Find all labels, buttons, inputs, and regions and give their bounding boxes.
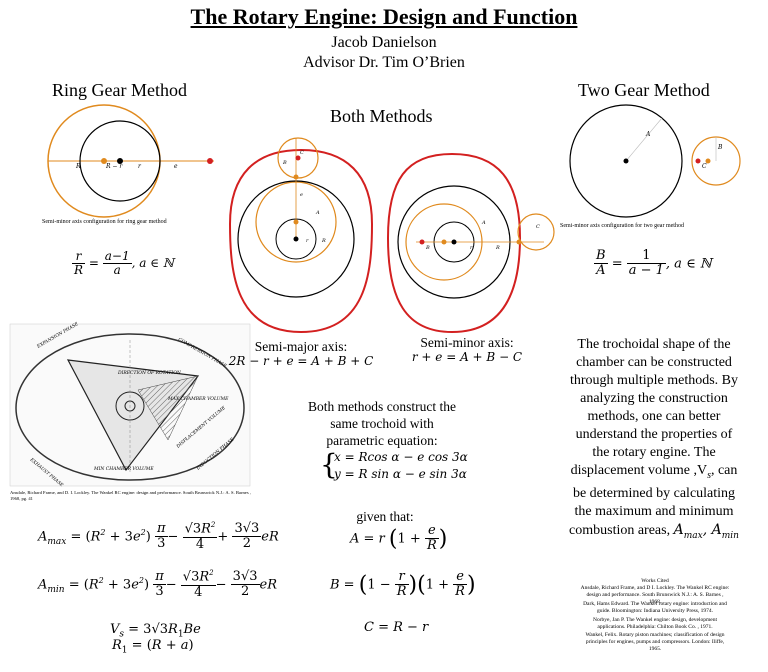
two-gear-description: The trochoidal shape of the chamber can … [569,337,739,541]
major-label-B: B [282,160,287,166]
rotor-phase-figure: EXPANSION PHASE COMPRESSION PHASE EXHAUS… [9,321,251,489]
minor-label-A: A [481,220,486,226]
semi-major-eq: 2R − r + e = A + B + C [228,354,374,368]
semi-minor-label: Semi-minor axis: [420,335,514,350]
construct-text: Both methods construct the same trochoid… [307,399,457,448]
given-that: given that: [356,509,414,524]
both-methods-heading: Both Methods [330,106,433,126]
ring-label-Rr: R − r [105,163,123,170]
two-gear-diagram: A B C [569,104,741,218]
two-label-A: A [645,131,651,138]
major-label-r: r [306,238,309,244]
minor-label-r: r [470,245,473,251]
fig-label-direction: DIRECTION OF ROTATION [117,370,182,376]
eq-C: C = R − r [364,620,429,635]
r1-formula: R1 = (R + a) [112,638,194,656]
reference-3: Norbye, Jan P. The Wankel engine: design… [593,617,717,630]
major-label-R: R [321,238,326,244]
fig-label-min-chamber: MIN CHAMBER VOLUME [93,466,154,472]
ring-label-e: e [174,163,178,170]
works-cited-title: Works Cited [641,578,669,584]
two-gear-heading: Two Gear Method [578,80,710,100]
ring-gear-diagram: R R − r r e [47,104,214,218]
advisor-name: Advisor Dr. Tim O’Brien [303,54,465,71]
figure-caption: Ansdale, Richard Frame, and D. I. Lockle… [10,490,251,501]
ring-gear-caption: Semi-minor axis configuration for ring g… [42,219,167,225]
ring-label-r: r [138,163,142,170]
reference-1: Ansdale, Richard Frame, and D I. Lockley… [580,585,730,605]
param-x-eq: x = Rcos α − e cos 3α [334,450,468,464]
semi-major-diagram: B C A e R r [228,137,374,334]
semi-minor-diagram: B A C r R [386,152,555,334]
param-brace: { [320,448,338,481]
two-label-B: B [717,144,723,151]
minor-label-C: C [536,224,540,230]
reference-2: Dark, Hams Edward. The Wankel rotary eng… [583,601,727,614]
semi-minor-eq: r + e = A + B − C [411,350,523,364]
author-name: Jacob Danielson [331,34,437,51]
minor-label-R: R [495,245,500,251]
reference-4: Wankel, Felix. Rotary piston machines; c… [585,632,725,652]
vs-formula: Vs = 3√3R1Be [110,622,201,640]
two-gear-caption: Semi-minor axis configuration for two ge… [560,223,684,229]
two-label-C: C [702,163,707,170]
ring-gear-heading: Ring Gear Method [52,80,187,100]
major-label-C: C [300,150,304,156]
param-y-eq: y = R sin α − e sin 3α [334,467,467,481]
semi-major-label: Semi-major axis: [254,339,348,354]
major-label-e: e [300,192,303,198]
major-label-A: A [315,210,320,216]
ring-label-R: R [75,163,81,170]
minor-label-B: B [425,245,430,251]
poster-title: The Rotary Engine: Design and Function [190,4,578,29]
fig-label-max-chamber: MAX CHAMBER VOLUME [167,396,229,402]
